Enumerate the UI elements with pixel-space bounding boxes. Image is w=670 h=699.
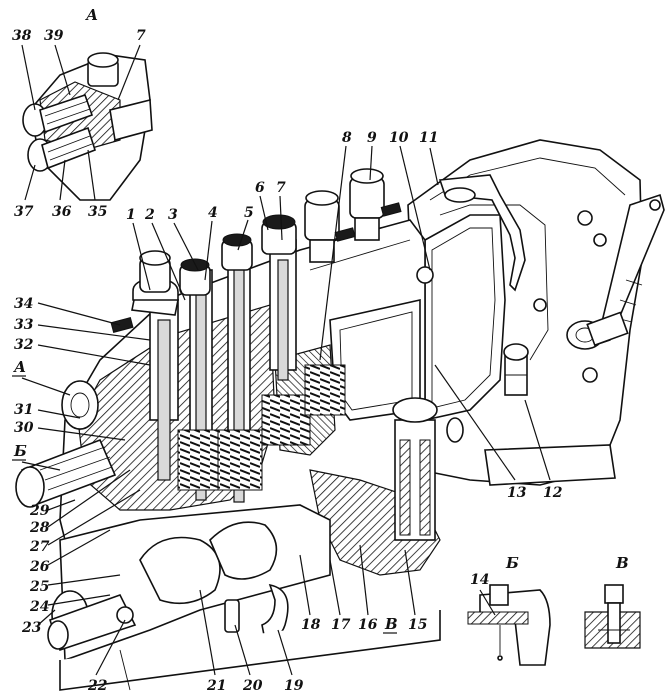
valve-holder-4	[261, 214, 297, 255]
callout-23: 23	[21, 620, 42, 636]
valve-holder-5	[304, 190, 340, 263]
callout-8: 8	[342, 130, 352, 146]
callout-6: 6	[255, 180, 265, 196]
callout-32: 32	[14, 337, 34, 353]
callout-22: 22	[87, 678, 108, 694]
callout-5: 5	[244, 205, 254, 221]
callout-31: 31	[14, 402, 33, 418]
callout-36: 36	[52, 204, 72, 220]
callout-33: 33	[14, 317, 34, 333]
outlet-valve-15	[392, 397, 464, 541]
plunger-4	[261, 239, 311, 446]
callout-10: 10	[389, 130, 409, 146]
callout-28: 28	[29, 520, 50, 536]
callout-16: 16	[358, 617, 378, 633]
spring-8	[304, 364, 346, 416]
valve-holder-1	[131, 250, 179, 316]
callout-labels: 1 2 3 4 5 6 7 8 9 10 11 12 13 14 15 16 1…	[12, 28, 563, 694]
callout-12: 12	[543, 485, 563, 501]
callout-9: 9	[367, 130, 377, 146]
callout-37: 37	[14, 204, 34, 220]
callout-18: 18	[301, 617, 321, 633]
plunger-1	[149, 299, 179, 481]
callout-38: 38	[12, 28, 32, 44]
inset-b-title: Б	[505, 554, 519, 572]
callout-27: 27	[29, 539, 50, 555]
section-mark-b: Б	[13, 442, 27, 460]
section-mark-v: В	[384, 615, 398, 633]
plunger-3	[217, 249, 263, 503]
plunger-2	[177, 269, 223, 501]
callout-11: 11	[419, 130, 438, 146]
callout-7: 7	[276, 180, 286, 196]
camshaft	[47, 504, 441, 691]
callout-26: 26	[29, 559, 50, 575]
callout-15: 15	[408, 617, 427, 633]
callout-17: 17	[331, 617, 351, 633]
callout-24: 24	[29, 599, 49, 615]
callout-2: 2	[144, 207, 155, 223]
callout-29: 29	[29, 503, 50, 519]
callout-1: 1	[126, 207, 136, 223]
callout-39: 39	[44, 28, 64, 44]
valve-holder-6	[349, 168, 385, 241]
section-labels: А А Б В Б В	[12, 6, 629, 634]
callout-20: 20	[242, 678, 263, 694]
leader-lines	[21, 44, 551, 676]
callout-30: 30	[14, 420, 34, 436]
inset-b	[467, 584, 551, 666]
inset-v	[584, 584, 641, 649]
callout-4: 4	[208, 205, 218, 221]
callout-35: 35	[88, 204, 107, 220]
callout-21: 21	[206, 678, 226, 694]
section-mark-a: А	[13, 358, 26, 376]
spline-sleeve	[15, 438, 117, 508]
callout-34: 34	[14, 296, 33, 312]
callout-3: 3	[168, 207, 178, 223]
inset-a	[22, 52, 153, 201]
callout-25: 25	[29, 579, 49, 595]
inset-a-title: А	[85, 6, 98, 24]
valve-holder-3	[221, 233, 253, 271]
valve-holder-2	[179, 258, 211, 296]
callout-13: 13	[507, 485, 527, 501]
callout-19: 19	[284, 678, 304, 694]
callout-7-inset: 7	[136, 28, 146, 44]
inset-v-title: В	[615, 554, 629, 572]
pump-housing	[15, 139, 665, 691]
callout-14: 14	[470, 572, 489, 588]
